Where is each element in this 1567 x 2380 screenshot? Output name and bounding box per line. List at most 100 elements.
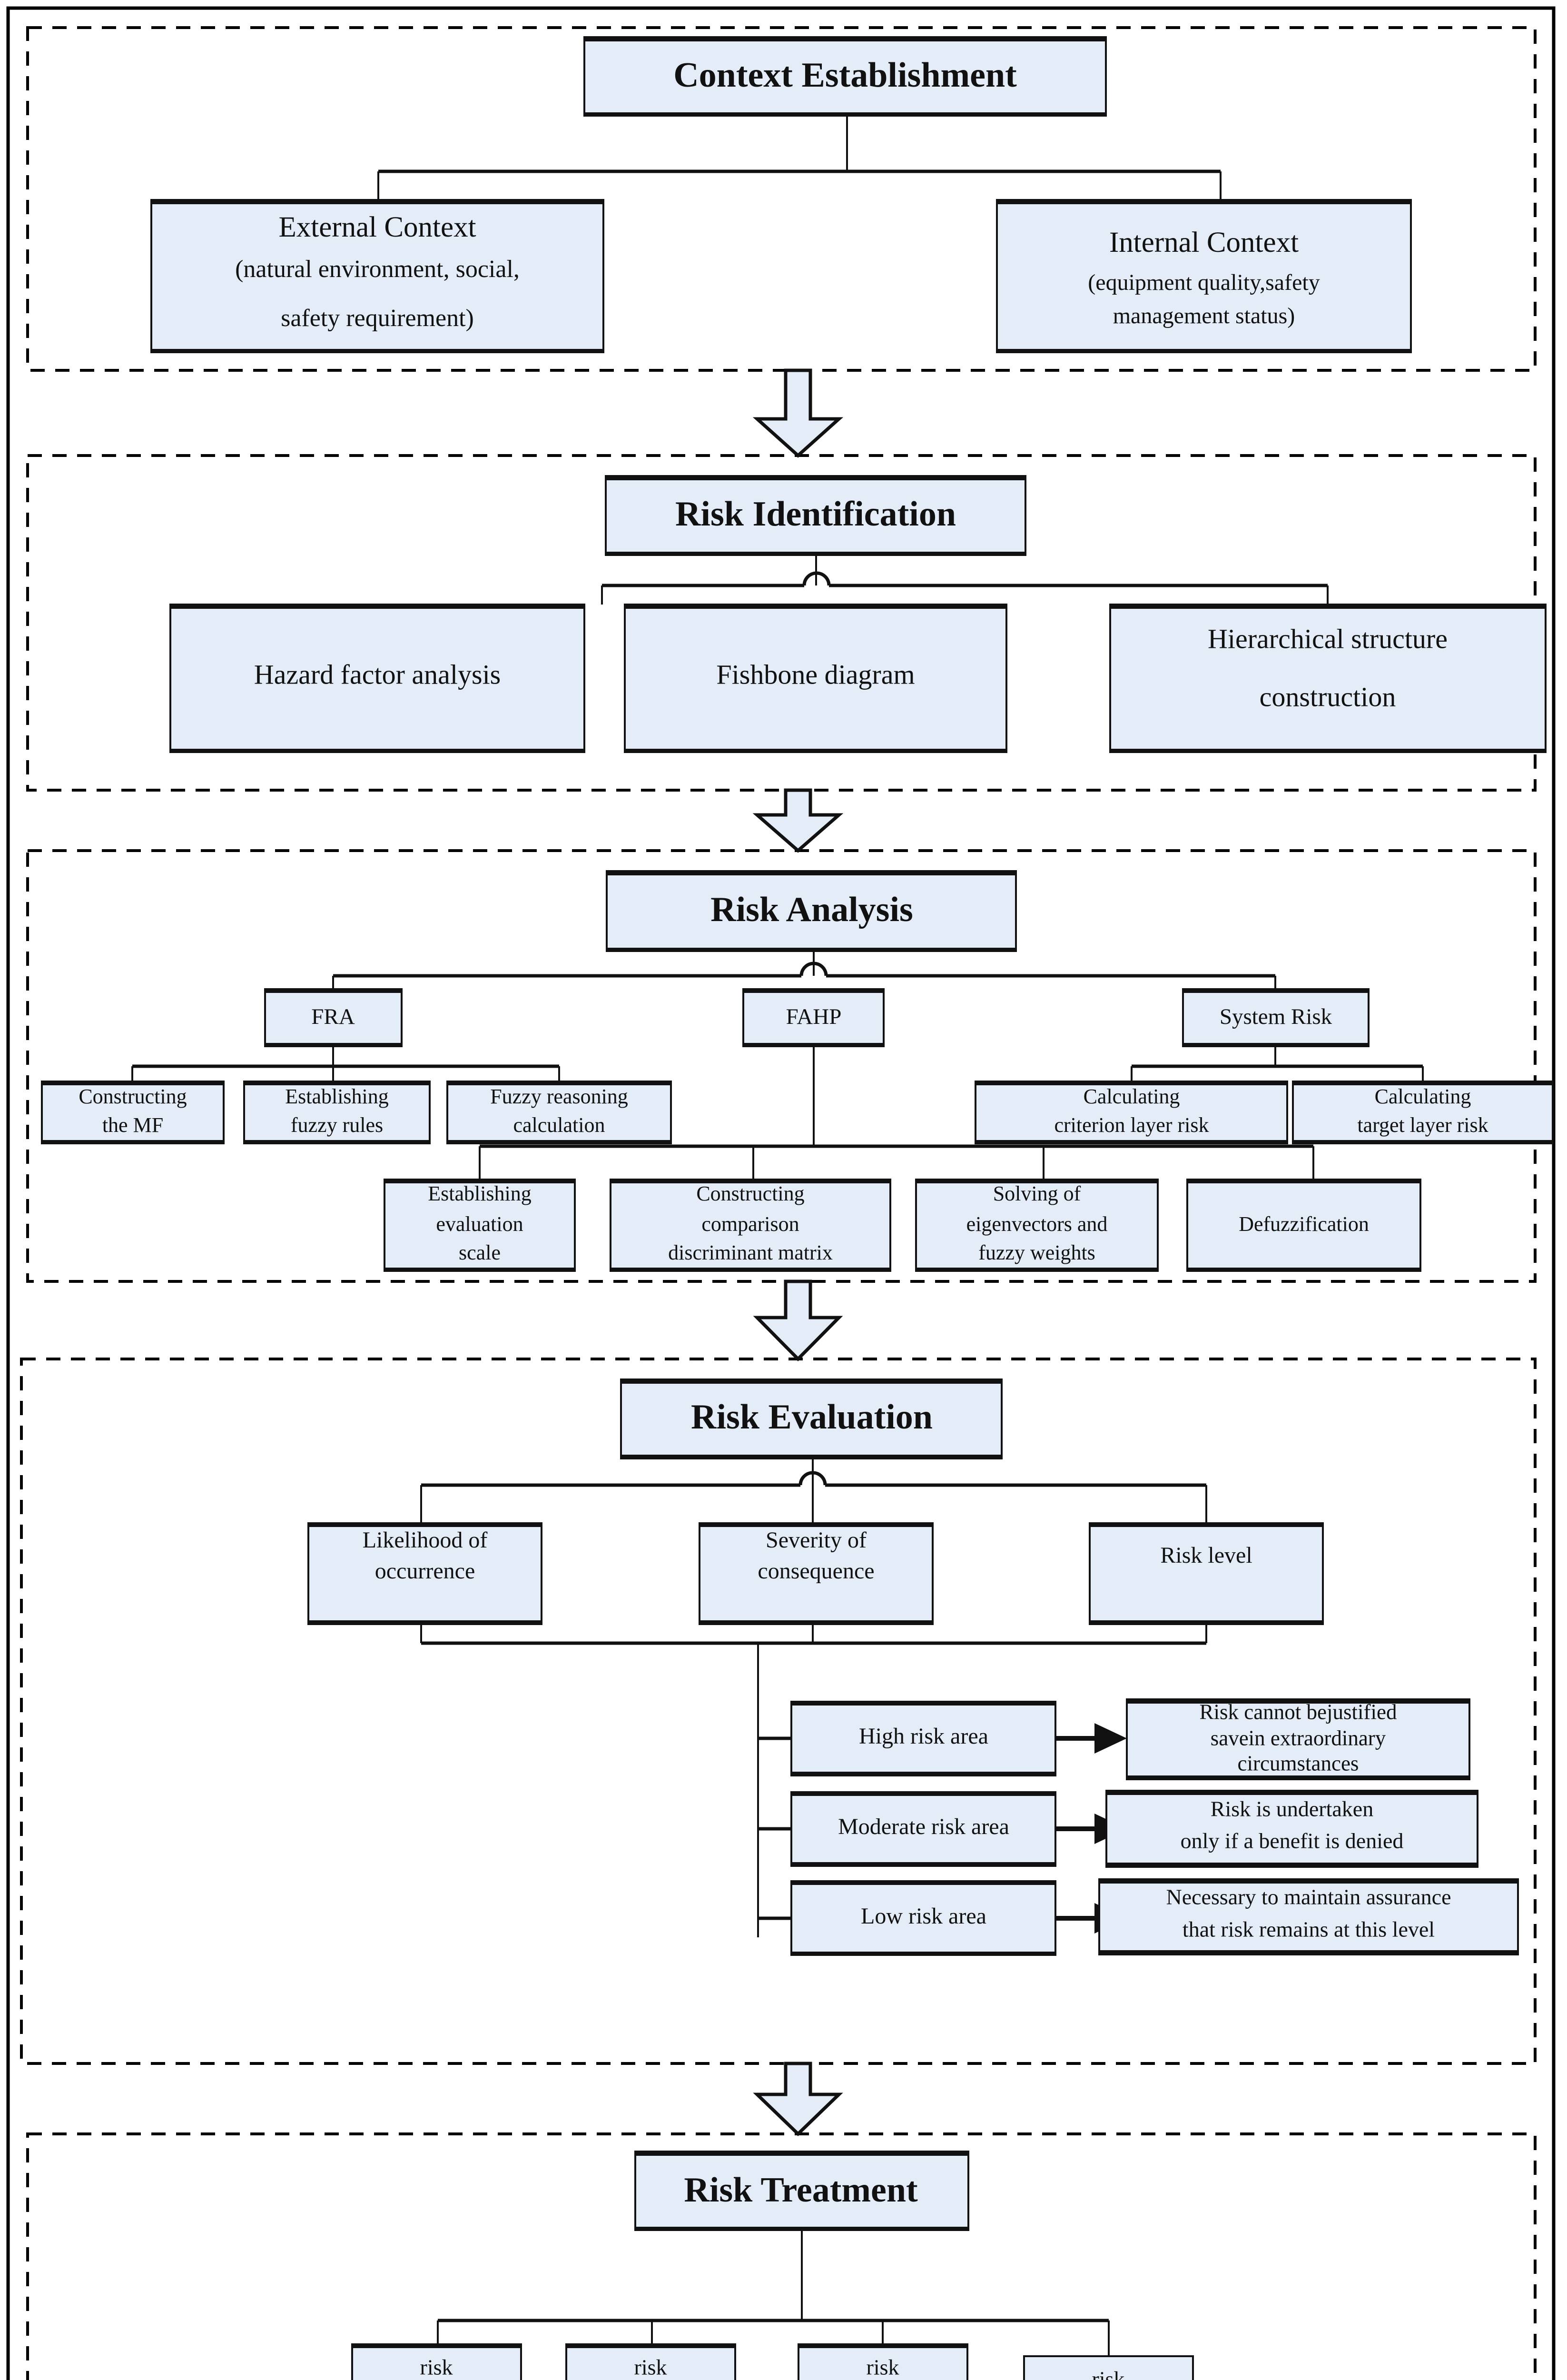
node-risk-sharing[interactable]: risk sharing — [798, 2343, 968, 2380]
node-risk-avoidance[interactable]: risk avoidance — [351, 2343, 522, 2380]
node-label-line1: Solving of — [993, 1182, 1081, 1205]
node-fuzzy-reasoning-calculation[interactable]: Fuzzy reasoning calculation — [446, 1081, 672, 1144]
node-label: FRA — [311, 1004, 355, 1029]
node-external-context[interactable]: External Context (natural environment, s… — [150, 199, 604, 353]
node-label-line2: target layer risk — [1357, 1113, 1488, 1137]
node-label-line1: Establishing — [428, 1182, 532, 1205]
node-label-line3: fuzzy weights — [978, 1241, 1095, 1264]
node-label-line2: management status) — [1113, 303, 1295, 328]
node-label: Risk Analysis — [710, 890, 913, 929]
node-label-line1: Risk is undertaken — [1211, 1797, 1373, 1821]
node-label-line1: (natural environment, social, — [235, 256, 520, 283]
node-label-line2: only if a benefit is denied — [1181, 1829, 1404, 1853]
node-risk-identification[interactable]: Risk Identification — [605, 475, 1026, 556]
node-fra[interactable]: FRA — [264, 988, 403, 1047]
node-label-line1: risk — [634, 2355, 667, 2380]
node-context-establishment[interactable]: Context Establishment — [583, 36, 1107, 117]
node-label-line2: evaluation — [436, 1212, 523, 1236]
node-label-line2: the MF — [102, 1113, 163, 1137]
node-label-line2: comparison — [701, 1212, 799, 1236]
node-constructing-comparison-discriminant-matrix[interactable]: Constructing comparison discriminant mat… — [610, 1179, 891, 1272]
node-label: Risk Evaluation — [691, 1398, 933, 1437]
node-label: System Risk — [1220, 1004, 1332, 1029]
node-label: Low risk area — [861, 1904, 986, 1929]
node-risk-analysis[interactable]: Risk Analysis — [606, 870, 1017, 952]
node-label: Risk Identification — [675, 495, 956, 534]
node-establishing-fuzzy-rules[interactable]: Establishing fuzzy rules — [243, 1081, 431, 1144]
node-label-line1: Constructing — [79, 1085, 187, 1108]
arrow-high-risk — [1055, 1723, 1127, 1754]
node-high-risk-area[interactable]: High risk area — [790, 1701, 1056, 1776]
node-risk-retention[interactable]: risk retention — [1023, 2355, 1194, 2380]
node-label-line1: Risk cannot bejustified — [1200, 1700, 1397, 1724]
node-label-line1: Hierarchical structure — [1208, 623, 1448, 654]
section-frame-risk-analysis — [26, 849, 1537, 1283]
node-moderate-risk-area[interactable]: Moderate risk area — [790, 1791, 1056, 1867]
node-risk-reduction[interactable]: risk reduction — [565, 2343, 736, 2380]
node-label: Defuzzification — [1239, 1212, 1369, 1236]
section-frame-context-establishment — [26, 26, 1537, 372]
node-label-line1: Likelihood of — [363, 1527, 488, 1553]
node-defuzzification[interactable]: Defuzzification — [1186, 1179, 1421, 1272]
node-moderate-risk-description[interactable]: Risk is undertaken only if a benefit is … — [1105, 1790, 1478, 1868]
node-likelihood-of-occurrence[interactable]: Likelihood of occurrence — [307, 1522, 542, 1625]
node-system-risk[interactable]: System Risk — [1182, 988, 1370, 1047]
node-low-risk-area[interactable]: Low risk area — [790, 1880, 1056, 1956]
node-label-line2: calculation — [513, 1113, 605, 1137]
node-label: Moderate risk area — [838, 1814, 1009, 1839]
node-label: Risk level — [1160, 1543, 1252, 1568]
node-low-risk-description[interactable]: Necessary to maintain assurance that ris… — [1098, 1878, 1519, 1955]
node-label-line3: scale — [459, 1241, 501, 1264]
node-risk-evaluation[interactable]: Risk Evaluation — [620, 1378, 1003, 1459]
node-risk-treatment[interactable]: Risk Treatment — [634, 2151, 969, 2231]
node-label-line2: fuzzy rules — [291, 1113, 383, 1137]
node-fishbone-diagram[interactable]: Fishbone diagram — [624, 604, 1007, 753]
node-label-line1: risk — [867, 2355, 899, 2380]
node-calculating-criterion-layer-risk[interactable]: Calculating criterion layer risk — [975, 1081, 1288, 1144]
node-high-risk-description[interactable]: Risk cannot bejustified savein extraordi… — [1126, 1698, 1470, 1780]
node-label-line1: Necessary to maintain assurance — [1166, 1885, 1451, 1909]
node-label-line1: Severity of — [766, 1527, 867, 1553]
node-label: Hazard factor analysis — [254, 659, 501, 690]
node-constructing-the-mf[interactable]: Constructing the MF — [41, 1081, 225, 1144]
node-calculating-target-layer-risk[interactable]: Calculating target layer risk — [1292, 1081, 1554, 1144]
node-label-line2: that risk remains at this level — [1183, 1917, 1435, 1942]
node-solving-eigenvectors-fuzzy-weights[interactable]: Solving of eigenvectors and fuzzy weight… — [915, 1179, 1159, 1272]
section-arrow-3 — [753, 1279, 843, 1361]
node-risk-level[interactable]: Risk level — [1089, 1522, 1324, 1625]
node-label-line1: Calculating — [1375, 1085, 1471, 1108]
node-label-line1: (equipment quality,safety — [1088, 270, 1320, 295]
node-fahp[interactable]: FAHP — [742, 988, 885, 1047]
node-label-line2: occurrence — [375, 1558, 475, 1584]
node-label-line1: risk — [1092, 2367, 1125, 2380]
connectors-risk-identification — [601, 555, 1329, 605]
node-label: High risk area — [859, 1724, 988, 1749]
node-label-line3: discriminant matrix — [668, 1241, 833, 1264]
node-severity-of-consequence[interactable]: Severity of consequence — [699, 1522, 934, 1625]
node-label-line2: savein extraordinary — [1211, 1726, 1386, 1750]
section-frame-risk-treatment — [26, 2132, 1537, 2380]
node-hazard-factor-analysis[interactable]: Hazard factor analysis — [169, 604, 585, 753]
node-label-line2: consequence — [758, 1558, 874, 1584]
section-arrow-4 — [753, 2062, 843, 2136]
node-label-line2: criterion layer risk — [1055, 1113, 1209, 1137]
section-frame-risk-identification — [26, 454, 1537, 792]
node-label-line1: Calculating — [1084, 1085, 1180, 1108]
node-label-title: Internal Context — [1109, 227, 1299, 258]
node-label: FAHP — [786, 1004, 842, 1029]
connectors-risk-evaluation — [420, 1458, 1207, 1937]
connectors-risk-analysis — [131, 951, 1424, 1180]
node-hierarchical-structure-construction[interactable]: Hierarchical structure construction — [1109, 604, 1547, 753]
node-establishing-evaluation-scale[interactable]: Establishing evaluation scale — [384, 1179, 576, 1272]
node-label: Risk Treatment — [684, 2171, 918, 2210]
node-label-line1: Fuzzy reasoning — [490, 1085, 628, 1108]
node-label-line2: eigenvectors and — [966, 1212, 1108, 1236]
section-arrow-1 — [752, 368, 844, 458]
node-internal-context[interactable]: Internal Context (equipment quality,safe… — [996, 199, 1412, 353]
node-label-title: External Context — [278, 211, 476, 243]
outer-border — [6, 6, 1556, 2380]
connectors-context-establishment — [377, 116, 1222, 200]
node-label-line2: safety requirement) — [281, 305, 474, 332]
